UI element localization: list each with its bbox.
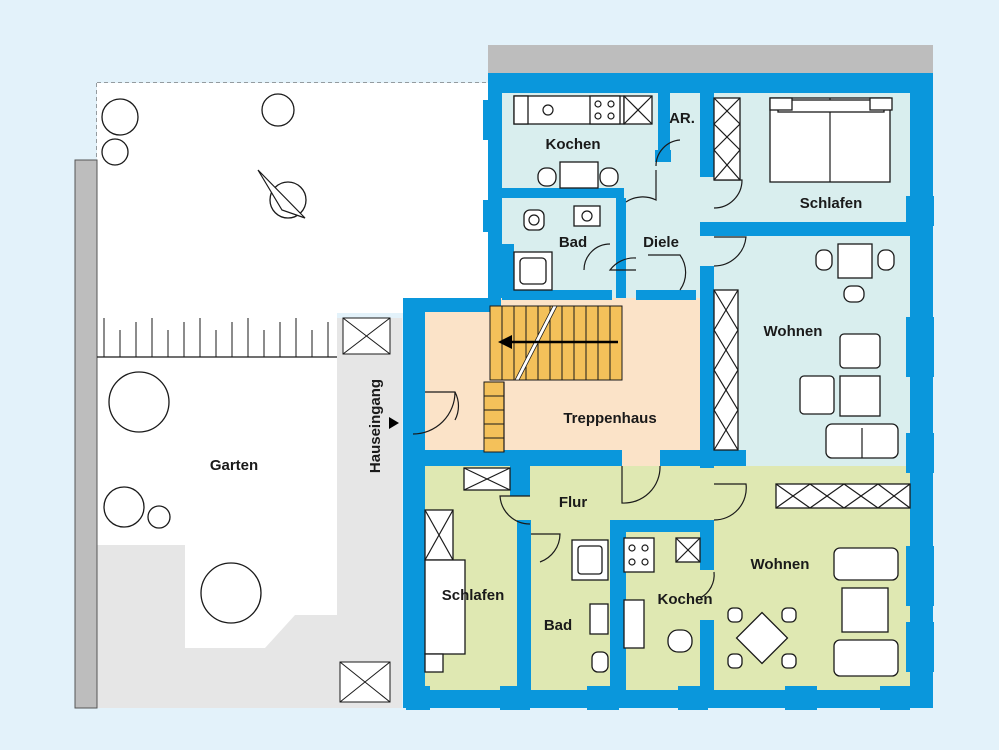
- bedroom-upper-furniture: [713, 97, 893, 183]
- wardrobe-icon: [713, 97, 741, 181]
- bed-icon: [769, 97, 893, 183]
- room-label-garten: Garten: [210, 457, 258, 474]
- kitchen-lower-furniture: [623, 537, 701, 653]
- bathtub-icon: [513, 251, 553, 291]
- living-upper-furniture: [713, 243, 899, 459]
- room-label-schlafen-bottom: Schlafen: [442, 587, 505, 604]
- kitchen-upper-furniture: [513, 95, 653, 189]
- room-label-diele: Diele: [643, 234, 679, 251]
- room-label-ar: AR.: [669, 110, 695, 127]
- sofa-icon: [825, 423, 899, 459]
- bath-upper-furniture: [513, 205, 601, 291]
- stair-arrow-icon: [498, 335, 618, 349]
- toilet-icon: [523, 209, 545, 231]
- room-label-kochen-top: Kochen: [545, 136, 600, 153]
- room-label-kochen-bottom: Kochen: [657, 591, 712, 608]
- room-label-hauseingang: Hauseingang: [367, 379, 384, 473]
- garden-area: [74, 82, 488, 709]
- room-label-treppenhaus: Treppenhaus: [563, 410, 656, 427]
- room-label-bad-bottom: Bad: [544, 617, 572, 634]
- door-swing-icon: [412, 139, 747, 599]
- room-label-schlafen-top: Schlafen: [800, 195, 863, 212]
- table-icon: [537, 161, 619, 189]
- hall-lower-furniture: [463, 467, 511, 491]
- living-lower-furniture: [727, 483, 911, 677]
- room-label-wohnen-top: Wohnen: [764, 323, 823, 340]
- paving: [97, 545, 337, 708]
- bath-lower-furniture: [571, 539, 609, 673]
- room-label-bad-top: Bad: [559, 234, 587, 251]
- room-label-flur: Flur: [559, 494, 587, 511]
- bedroom-lower-furniture: [424, 509, 466, 673]
- entrance-arrow-icon: [389, 417, 399, 429]
- tree-icon: [101, 93, 307, 624]
- room-label-wohnen-bottom: Wohnen: [751, 556, 810, 573]
- staircase: [483, 305, 623, 453]
- walls: [403, 45, 934, 710]
- stove-icon: [589, 95, 621, 125]
- entrance-path: [337, 318, 402, 708]
